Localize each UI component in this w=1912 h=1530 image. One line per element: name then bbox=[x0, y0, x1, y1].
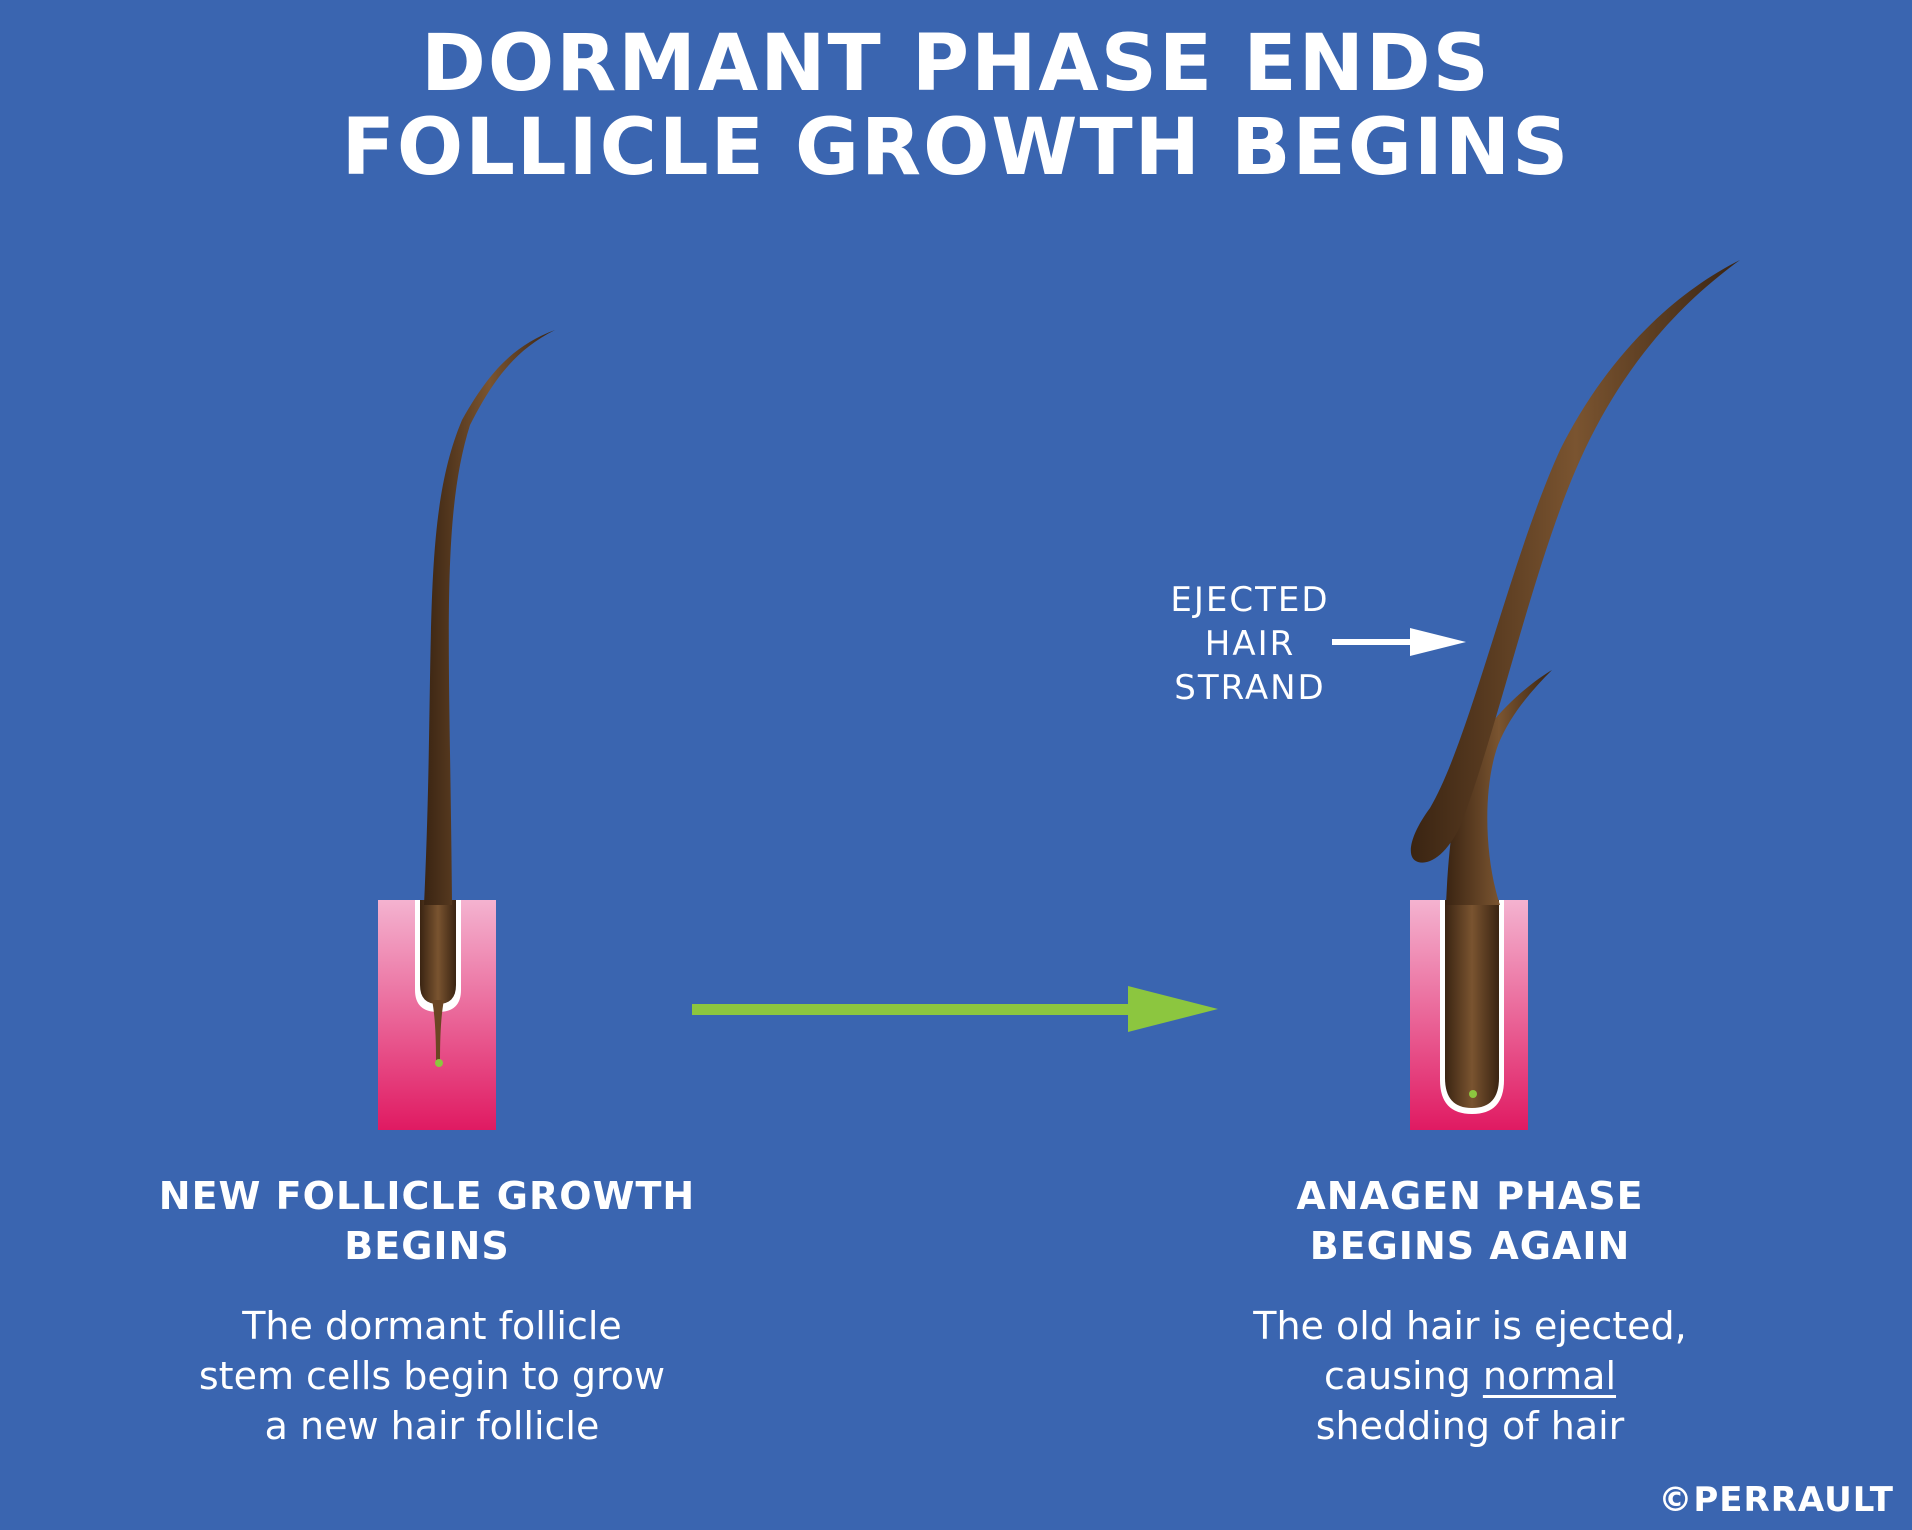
right-desc-line-1: The old hair is ejected, bbox=[1253, 1304, 1687, 1348]
callout-line-1: EJECTED bbox=[1170, 580, 1330, 620]
right-desc-line-3: shedding of hair bbox=[1315, 1404, 1625, 1448]
left-heading-line-2: BEGINS bbox=[344, 1224, 510, 1268]
right-desc-underlined-word: normal bbox=[1482, 1354, 1617, 1398]
ejected-hair-strand bbox=[1410, 260, 1740, 863]
title-line-2: FOLLICLE GROWTH BEGINS bbox=[341, 103, 1571, 193]
callout-line-2: HAIR bbox=[1204, 624, 1296, 664]
callout-line-3: STRAND bbox=[1174, 668, 1326, 708]
left-description: The dormant follicle stem cells begin to… bbox=[112, 1301, 752, 1451]
title-line-1: DORMANT PHASE ENDS bbox=[421, 19, 1491, 109]
right-bulb-dot bbox=[1469, 1090, 1477, 1098]
left-papilla bbox=[432, 1000, 444, 1065]
pointer-arrow-icon bbox=[1332, 628, 1466, 656]
left-follicle-illustration bbox=[378, 330, 555, 1130]
ejected-hair-label: EJECTED HAIR STRAND bbox=[1125, 578, 1375, 710]
copyright-notice: ©PERRAULT bbox=[1658, 1480, 1894, 1520]
left-heading: NEW FOLLICLE GROWTH BEGINS bbox=[107, 1171, 747, 1271]
right-description: The old hair is ejected, causing normal … bbox=[1150, 1301, 1790, 1451]
right-desc-prefix: causing bbox=[1323, 1354, 1483, 1398]
right-heading-line-2: BEGINS AGAIN bbox=[1309, 1224, 1631, 1268]
page-title: DORMANT PHASE ENDS FOLLICLE GROWTH BEGIN… bbox=[0, 22, 1912, 190]
left-bulb-dot bbox=[435, 1059, 443, 1067]
left-hair-root bbox=[420, 900, 456, 1004]
left-heading-line-1: NEW FOLLICLE GROWTH bbox=[158, 1174, 696, 1218]
right-heading: ANAGEN PHASE BEGINS AGAIN bbox=[1150, 1171, 1790, 1271]
new-hair-strand bbox=[1446, 670, 1552, 905]
left-hair-strand bbox=[424, 330, 555, 905]
left-desc-line-1: The dormant follicle bbox=[242, 1304, 622, 1348]
right-hair-root bbox=[1445, 900, 1499, 1108]
right-desc-line-2: causing normal bbox=[1150, 1351, 1790, 1401]
right-follicle-illustration bbox=[1410, 260, 1740, 1130]
right-heading-line-1: ANAGEN PHASE bbox=[1296, 1174, 1644, 1218]
right-arrow-icon bbox=[692, 986, 1218, 1032]
left-desc-line-3: a new hair follicle bbox=[264, 1404, 600, 1448]
left-desc-line-2: stem cells begin to grow bbox=[198, 1354, 666, 1398]
